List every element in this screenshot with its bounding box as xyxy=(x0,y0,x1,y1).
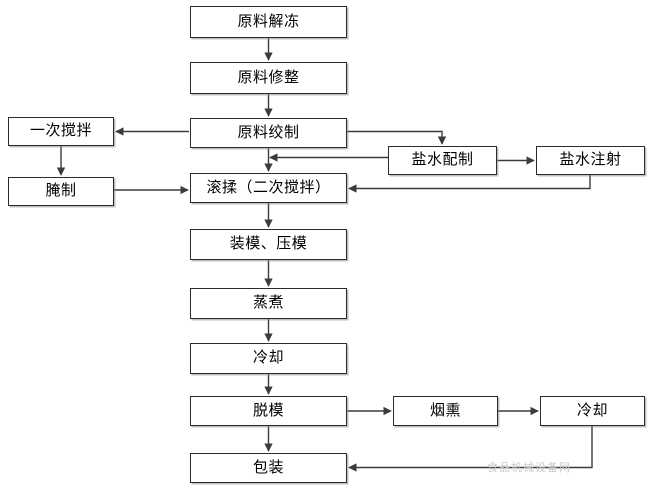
node-first-mixing-label: 一次搅拌 xyxy=(29,122,92,139)
node-brine-preparation[interactable]: 盐水配制 xyxy=(388,146,497,175)
node-trim-label: 原料修整 xyxy=(237,68,300,86)
node-grind[interactable]: 原料绞制 xyxy=(190,118,347,148)
node-thaw-label: 原料解冻 xyxy=(237,12,300,30)
node-brine-preparation-label: 盐水配制 xyxy=(411,151,474,168)
edge-inject-tumble xyxy=(348,175,591,193)
node-thaw[interactable]: 原料解冻 xyxy=(190,6,347,38)
node-curing-label: 腌制 xyxy=(45,182,77,199)
node-packaging[interactable]: 包装 xyxy=(190,453,347,483)
node-demolding[interactable]: 脱模 xyxy=(190,396,347,426)
watermark-text: 食品机械设备网 xyxy=(487,462,571,474)
node-cooking[interactable]: 蒸煮 xyxy=(190,288,347,319)
node-cooling-2[interactable]: 冷却 xyxy=(540,396,645,426)
node-tumbling-label: 滚揉（二次搅拌） xyxy=(206,178,331,196)
node-smoking[interactable]: 烟熏 xyxy=(393,396,498,426)
node-trim[interactable]: 原料修整 xyxy=(190,62,347,94)
node-brine-injection-label: 盐水注射 xyxy=(559,151,622,168)
node-grind-label: 原料绞制 xyxy=(237,123,300,141)
node-brine-injection[interactable]: 盐水注射 xyxy=(536,146,645,175)
node-demolding-label: 脱模 xyxy=(252,401,284,419)
node-cooling-1[interactable]: 冷却 xyxy=(190,343,347,374)
edge-grind-brine xyxy=(347,130,447,145)
node-packaging-label: 包装 xyxy=(252,458,284,476)
node-molding-pressing-label: 装模、压模 xyxy=(229,235,308,252)
node-tumbling[interactable]: 滚揉（二次搅拌） xyxy=(190,173,347,203)
node-first-mixing[interactable]: 一次搅拌 xyxy=(8,117,114,146)
node-molding-pressing[interactable]: 装模、压模 xyxy=(190,229,347,260)
node-curing[interactable]: 腌制 xyxy=(8,177,114,206)
node-cooling-2-label: 冷却 xyxy=(576,401,608,419)
node-cooking-label: 蒸煮 xyxy=(252,294,284,311)
node-smoking-label: 烟熏 xyxy=(429,401,461,419)
node-cooling-1-label: 冷却 xyxy=(252,349,284,366)
